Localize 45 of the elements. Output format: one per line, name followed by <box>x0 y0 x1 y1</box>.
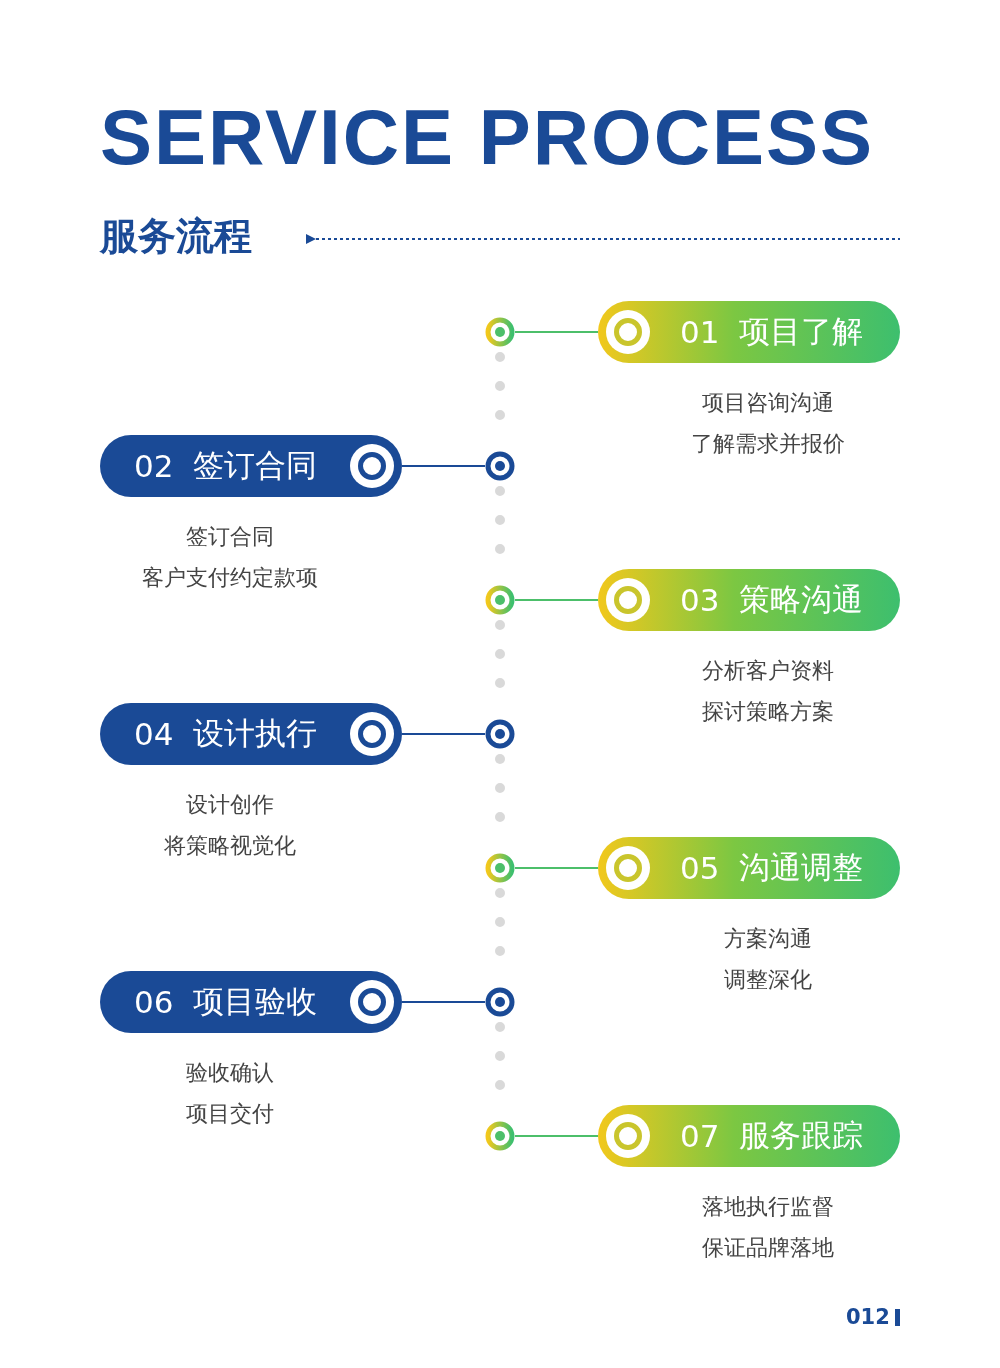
connector-line <box>401 1001 486 1003</box>
step-title: 设计执行 <box>193 714 318 753</box>
step-title: 沟通调整 <box>739 848 864 887</box>
step-title: 策略沟通 <box>739 580 864 619</box>
step-description: 将策略视觉化 <box>163 832 297 860</box>
step-description: 设计创作 <box>185 791 275 819</box>
step-title: 项目验收 <box>193 982 318 1021</box>
step-description: 方案沟通 <box>723 925 813 953</box>
step-number: 07 <box>680 1118 720 1154</box>
connector-line <box>514 599 599 601</box>
timeline-marker <box>485 987 515 1017</box>
connector-line <box>514 867 599 869</box>
step-description: 落地执行监督 <box>701 1193 835 1221</box>
title: SERVICE PROCESS <box>100 98 875 176</box>
timeline-marker <box>485 719 515 749</box>
step-description: 项目咨询沟通 <box>701 389 835 417</box>
step-title: 项目了解 <box>739 312 864 351</box>
step-number: 06 <box>134 984 174 1020</box>
timeline-marker <box>485 451 515 481</box>
step-description: 签订合同 <box>185 523 275 551</box>
page-number: 012 <box>846 1305 890 1329</box>
step-description: 项目交付 <box>185 1100 275 1128</box>
step-description: 分析客户资料 <box>701 657 835 685</box>
connector-line <box>401 465 486 467</box>
step-description: 保证品牌落地 <box>701 1234 835 1262</box>
step-number: 01 <box>680 314 720 350</box>
step-title: 服务跟踪 <box>739 1116 864 1155</box>
timeline-marker <box>485 1121 515 1151</box>
connector-line <box>514 1135 599 1137</box>
step-number: 02 <box>134 448 174 484</box>
step-number: 03 <box>680 582 720 618</box>
step-number: 04 <box>134 716 174 752</box>
step-description: 探讨策略方案 <box>701 698 835 726</box>
timeline-marker <box>485 853 515 883</box>
subtitle: 服务流程 <box>100 214 252 260</box>
step-description: 客户支付约定款项 <box>141 564 319 592</box>
step-description: 了解需求并报价 <box>690 430 846 458</box>
step-description: 验收确认 <box>185 1059 275 1087</box>
timeline-marker <box>485 585 515 615</box>
connector-line <box>401 733 486 735</box>
step-number: 05 <box>680 850 720 886</box>
step-description: 调整深化 <box>723 966 813 994</box>
timeline-marker <box>485 317 515 347</box>
connector-line <box>514 331 599 333</box>
step-title: 签订合同 <box>193 446 318 485</box>
